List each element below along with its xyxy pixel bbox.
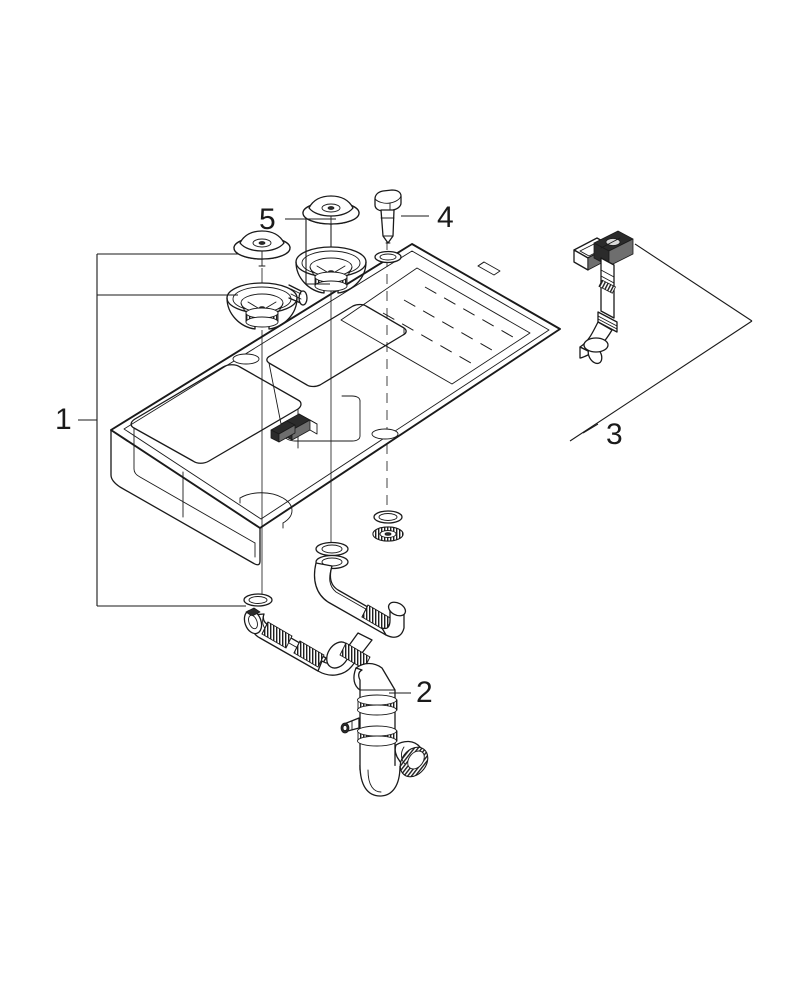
overflow-standpipe [597,257,618,333]
left-bowl-inner [110,429,261,566]
overflow-face-plate [593,230,634,267]
deck-hole-right [371,428,399,440]
appliance-inlet-nipple [340,717,360,734]
sink-body-assembly [110,243,561,566]
trap-downpipe [353,662,398,771]
trap-cleanout-cap [243,607,263,635]
knob-stem [380,209,395,244]
callout-label-1: 1 [55,403,72,436]
sink-deck-outer [110,243,561,529]
drain-pipe-trap-assembly [243,541,429,797]
callout-label-5: 5 [259,203,276,236]
pipe-coupling-3 [293,640,325,668]
pull-knob [374,189,402,212]
left-drain-body [226,282,308,330]
trap-outlet [394,740,429,778]
right-drain-body [295,246,367,294]
drainboard [340,261,531,385]
left-bowl-drain-depression [239,492,293,524]
right-drain-lock-nut [372,526,404,542]
pull-knob-assembly [374,189,402,264]
sink-deck-inner-rim [123,250,550,520]
callout-label-4: 4 [437,201,454,234]
left-bowl [110,364,302,566]
overflow-outlet-fitting [270,413,318,443]
leader-3-bracket-upper [634,243,753,322]
leader-3-bracket-lower [569,320,753,442]
left-bowl-cutout [130,364,302,464]
overflow-elbow [579,321,613,365]
pipe-coupling-2 [261,621,293,649]
bottle-trap [359,764,401,797]
trap-junction-tee [317,632,373,676]
left-strainer-assembly [226,230,308,607]
callout-leaders [78,215,753,694]
deck-hole-left [232,353,260,365]
callout-label-2: 2 [416,676,433,709]
trap-pipe-upper-right [313,562,395,636]
right-strainer-basket [302,195,360,253]
left-strainer-basket [233,230,291,267]
trap-elbow-right [381,601,407,638]
leader-3-stub [582,423,599,434]
callout-label-3: 3 [606,418,623,451]
overflow-assembly [573,230,634,365]
trap-pipe-upper-left [243,607,327,672]
right-bowl-cutout [266,303,407,388]
